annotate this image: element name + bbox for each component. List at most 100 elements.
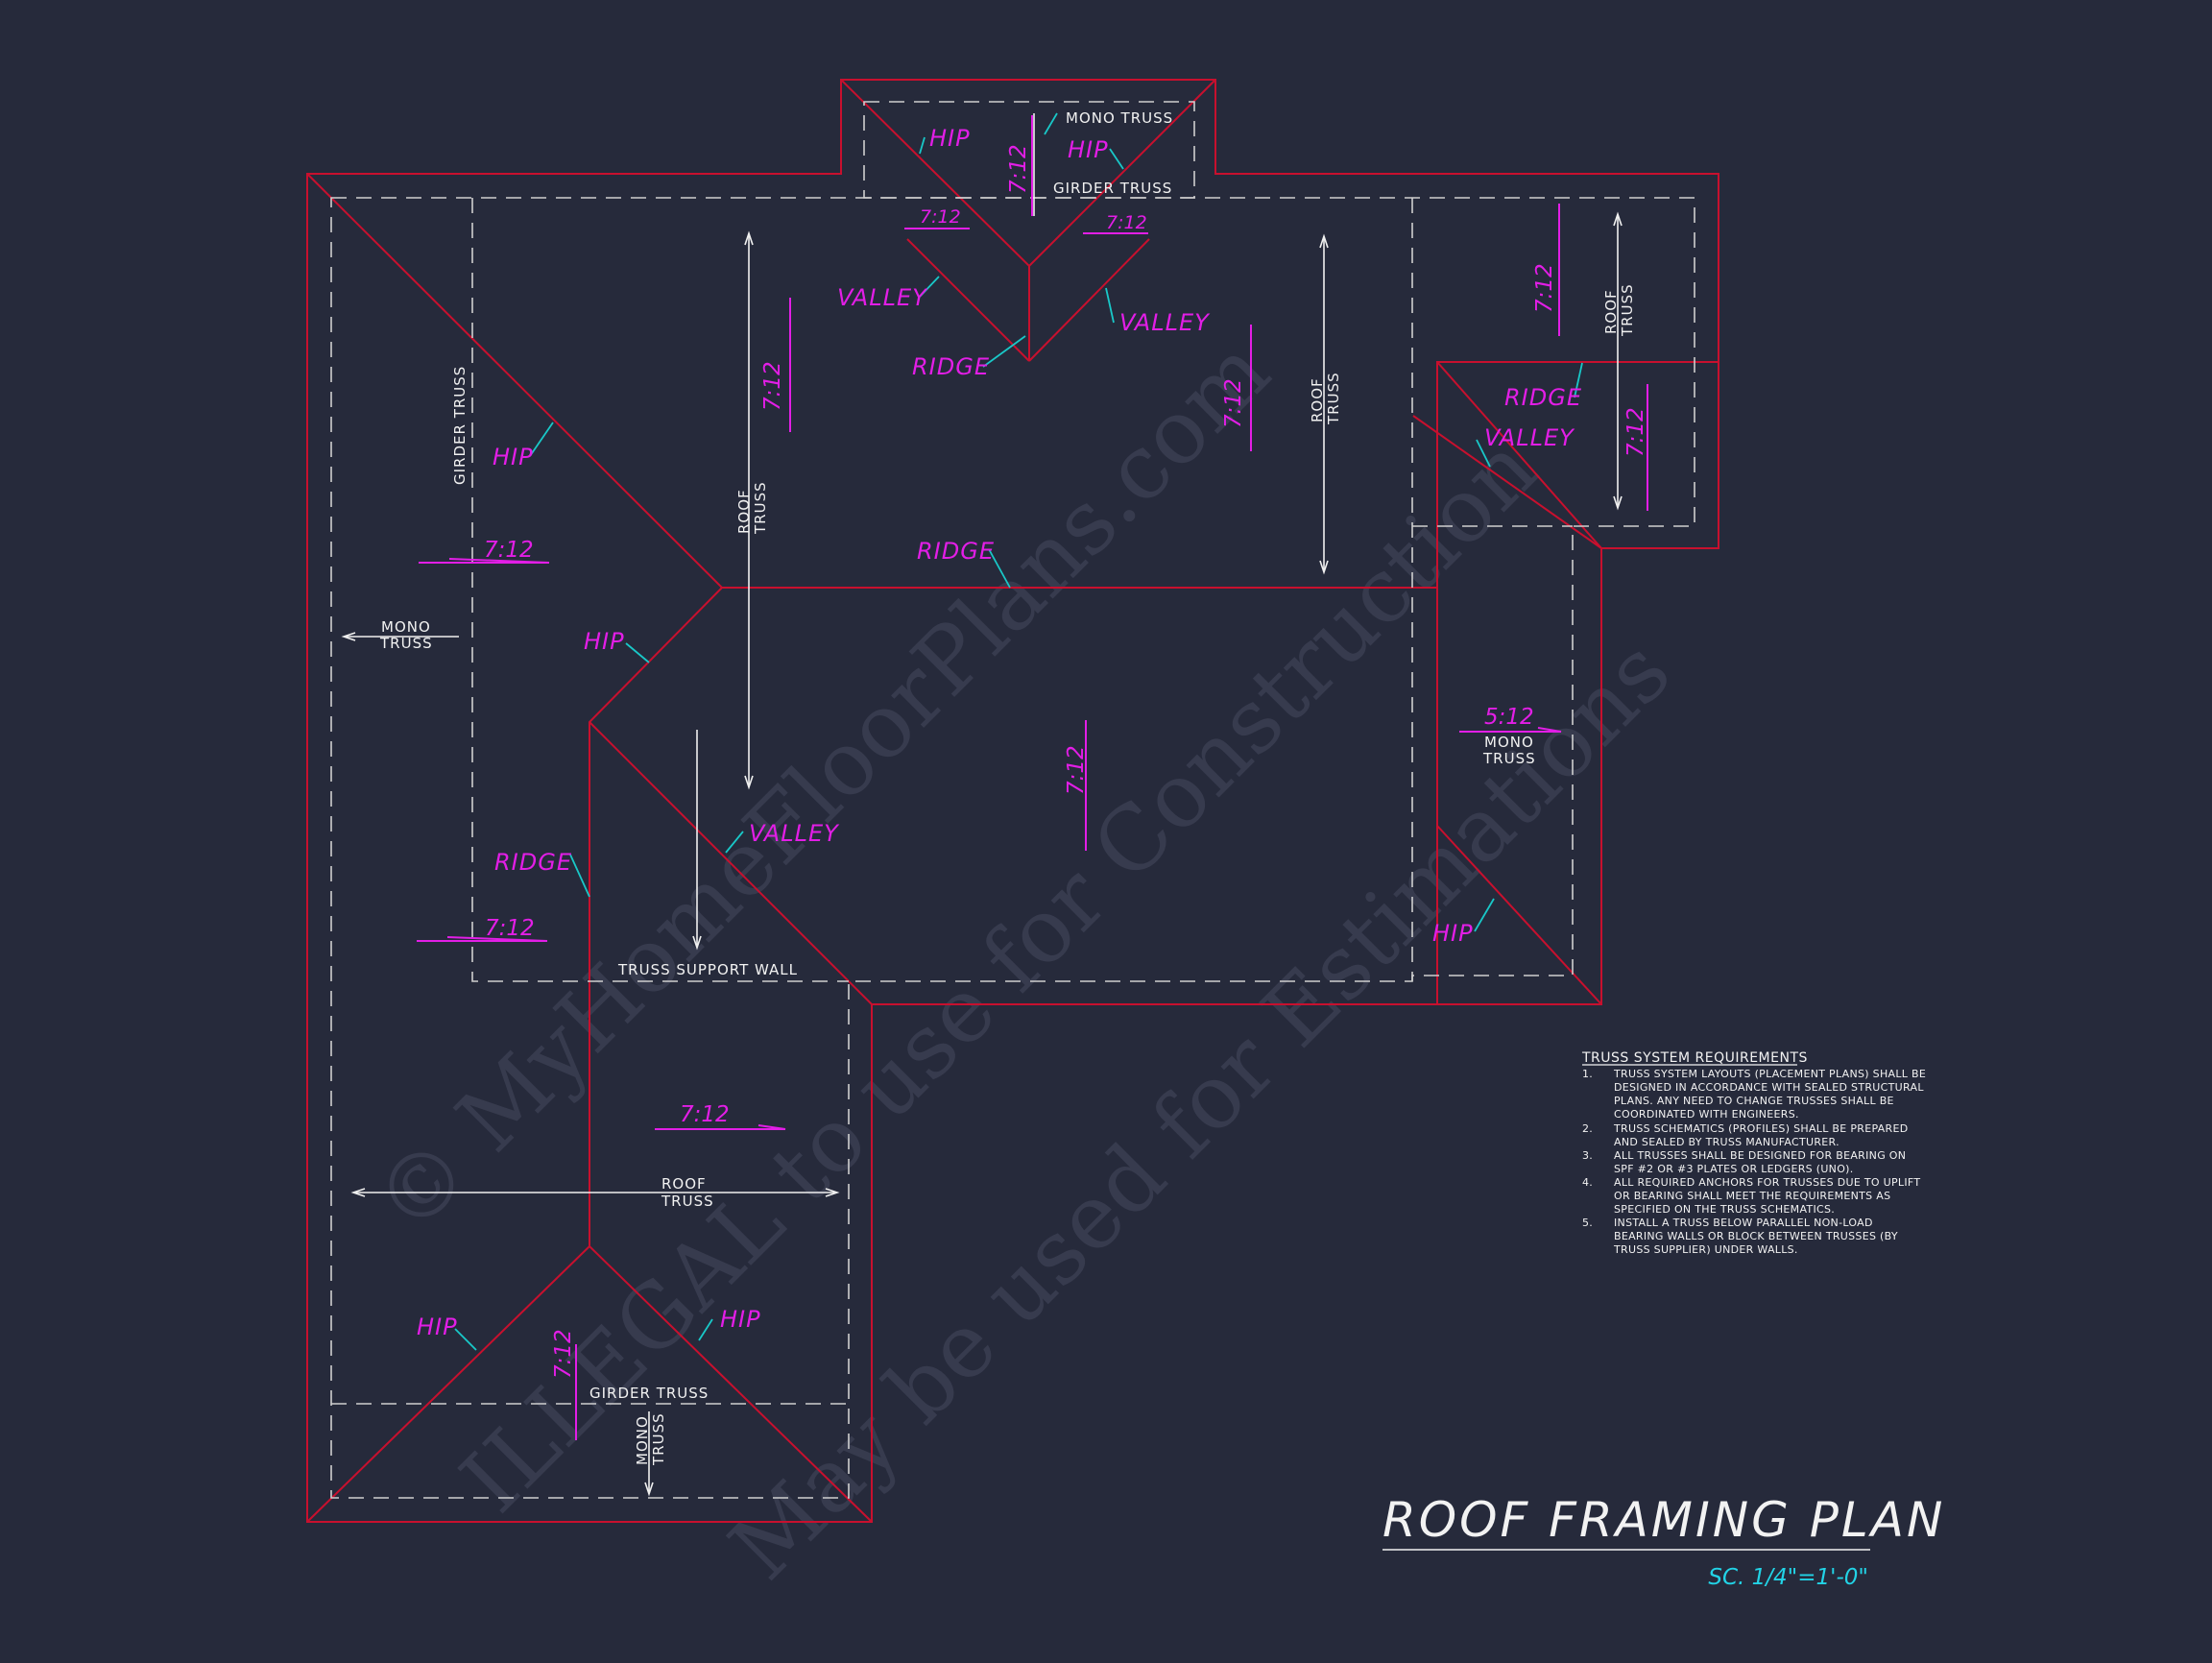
leader-lines [454, 112, 1583, 1351]
leader [919, 276, 940, 298]
req-num: 1. [1582, 1068, 1593, 1080]
plan-title: ROOF FRAMING PLAN [1382, 1492, 1945, 1548]
hip-label: HIP [1432, 920, 1474, 947]
req-num: 5. [1582, 1217, 1593, 1229]
pitch-label: 7:12 [1532, 263, 1557, 313]
truss-label: TRUSS [650, 1412, 667, 1466]
hip-label: HIP [720, 1306, 761, 1333]
girder-truss-label: GIRDER TRUSS [589, 1385, 709, 1402]
pitch-label: 7:12 [920, 206, 961, 228]
pitch-label: 7:12 [760, 361, 785, 411]
pitch-label: 7:12 [551, 1329, 576, 1379]
arrowhead [1319, 560, 1329, 575]
girder-truss-label: GIRDER TRUSS [1053, 180, 1172, 197]
req-line: INSTALL A TRUSS BELOW PARALLEL NON-LOAD [1614, 1217, 1873, 1229]
arrowhead [1319, 233, 1329, 249]
req-line: ALL REQUIRED ANCHORS FOR TRUSSES DUE TO … [1614, 1176, 1920, 1189]
leader [919, 136, 926, 155]
requirements-title: TRUSS SYSTEM REQUIREMENTS [1581, 1050, 1808, 1066]
req-num: 3. [1582, 1149, 1593, 1162]
roof-label: ROOF [1309, 377, 1326, 422]
leader [529, 422, 554, 457]
element-labels: HIP HIP VALLEY VALLEY RIDGE RIDGE HIP HI… [417, 125, 1582, 1340]
ridge-label: RIDGE [494, 849, 572, 876]
hip-label: HIP [1068, 136, 1109, 163]
arrowhead [341, 632, 356, 641]
roof-label: ROOF [661, 1175, 707, 1193]
top-valley-left [906, 238, 1030, 362]
roof-outline [306, 79, 1719, 1523]
leader [1474, 898, 1495, 932]
req-line: TRUSS SYSTEM LAYOUTS (PLACEMENT PLANS) S… [1613, 1068, 1926, 1080]
arrowhead [744, 230, 754, 246]
arrowhead [1613, 211, 1623, 227]
truss-label: TRUSS [1482, 750, 1536, 767]
valley-label: VALLEY [837, 284, 928, 311]
leader [1044, 112, 1058, 135]
valley-line [589, 721, 873, 1005]
title-block: ROOF FRAMING PLAN SC. 1/4"=1'-0" [1382, 1492, 1945, 1590]
req-line: BEARING WALLS OR BLOCK BETWEEN TRUSSES (… [1614, 1230, 1898, 1242]
pitch-label-5-12: 5:12 [1484, 705, 1534, 730]
roof-label: ROOF [1602, 289, 1620, 334]
truss-label: TRUSS [1325, 372, 1342, 425]
pitch-label: 7:12 [680, 1102, 730, 1127]
req-line: OR BEARING SHALL MEET THE REQUIREMENTS A… [1614, 1190, 1890, 1202]
pitch-labels: 7:12 7:12 7:12 7:12 7:12 5:12 7:12 7:12 … [484, 144, 1648, 1379]
mono-label: MONO [634, 1415, 651, 1465]
ridge-label: RIDGE [912, 353, 990, 380]
arrowhead [744, 775, 754, 790]
leader [1109, 148, 1124, 170]
mono-label: MONO [381, 618, 431, 636]
truss-support-wall-label: TRUSS SUPPORT WALL [617, 961, 798, 978]
ridge-label: RIDGE [1504, 384, 1582, 411]
req-line: PLANS. ANY NEED TO CHANGE TRUSSES SHALL … [1614, 1095, 1894, 1107]
truss-labels: MONO TRUSS GIRDER TRUSS GIRDER TRUSS ROO… [379, 109, 1636, 1466]
roof-label: ROOF [735, 489, 753, 534]
pitch-label: 7:12 [1221, 378, 1246, 428]
truss-support-wall [471, 198, 849, 982]
leader [982, 335, 1026, 368]
req-num: 4. [1582, 1176, 1593, 1189]
pitch-label: 7:12 [484, 538, 534, 563]
arrowhead [825, 1188, 840, 1197]
leader [569, 854, 590, 898]
req-line: DESIGNED IN ACCORDANCE WITH SEALED STRUC… [1614, 1081, 1924, 1094]
pitch-line [419, 558, 550, 564]
pitch-line [417, 936, 548, 942]
right-valley [1436, 361, 1602, 549]
watermark: © MyHomeFloorPlans.com ILLEGAL to use fo… [355, 320, 1690, 1600]
top-valley-right [1028, 238, 1150, 362]
leader [454, 1328, 477, 1351]
pitch-label: 7:12 [485, 916, 535, 941]
hip-label: HIP [929, 125, 971, 152]
arrowhead [644, 1482, 654, 1497]
right-hip [1436, 825, 1602, 1005]
truss-label: TRUSS [661, 1193, 714, 1210]
req-line: COORDINATED WITH ENGINEERS. [1614, 1108, 1799, 1121]
valley-label: VALLEY [1119, 309, 1211, 336]
hip-label: HIP [584, 628, 625, 655]
pitch-lines [417, 115, 1648, 1440]
valley-label: VALLEY [1484, 424, 1575, 451]
req-line: SPECIFIED ON THE TRUSS SCHEMATICS. [1614, 1203, 1835, 1216]
hip-label: HIP [417, 1314, 458, 1340]
truss-requirements-notes: TRUSS SYSTEM REQUIREMENTS 1. TRUSS SYSTE… [1581, 1050, 1926, 1256]
top-bearing-wall [863, 101, 1195, 199]
valley-label: VALLEY [749, 820, 840, 847]
leader [988, 548, 1011, 589]
requirements-list: 1. TRUSS SYSTEM LAYOUTS (PLACEMENT PLANS… [1582, 1068, 1926, 1256]
leader [1476, 439, 1491, 468]
girder-truss-label: GIRDER TRUSS [451, 366, 469, 485]
leader [1105, 287, 1115, 324]
leader [725, 831, 744, 854]
truss-label: TRUSS [752, 481, 769, 535]
leader [698, 1318, 713, 1341]
mono-truss-label: MONO TRUSS [1066, 109, 1173, 127]
req-num: 2. [1582, 1122, 1593, 1135]
arrowhead [1613, 495, 1623, 511]
req-line: AND SEALED BY TRUSS MANUFACTURER. [1614, 1136, 1839, 1148]
req-line: SPF #2 OR #3 PLATES OR LEDGERS (UNO). [1614, 1163, 1854, 1175]
